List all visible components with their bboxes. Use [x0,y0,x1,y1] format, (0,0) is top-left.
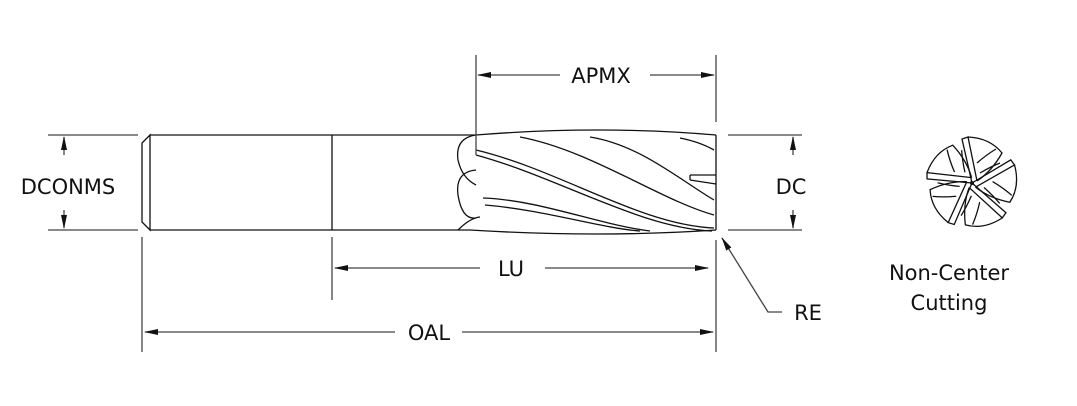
tool-end-view [920,136,1026,239]
apmx-label: APMX [571,64,631,88]
shank [141,133,476,232]
oal-dimension: OAL [141,237,717,352]
dc-label: DC [776,175,807,199]
re-leader: RE [721,237,822,325]
tool-side-view [141,129,717,235]
lu-dimension: LU [331,237,709,300]
dc-dimension: DC [728,134,807,231]
flutes [456,129,717,235]
dconms-label: DCONMS [21,175,116,199]
lu-label: LU [498,257,524,281]
apmx-dimension: APMX [475,55,717,155]
oal-label: OAL [408,321,451,345]
dconms-dimension: DCONMS [21,134,138,231]
end-view-caption-line2: Cutting [911,291,988,315]
end-view-caption-line1: Non-Center [889,261,1009,285]
re-label: RE [794,301,822,325]
